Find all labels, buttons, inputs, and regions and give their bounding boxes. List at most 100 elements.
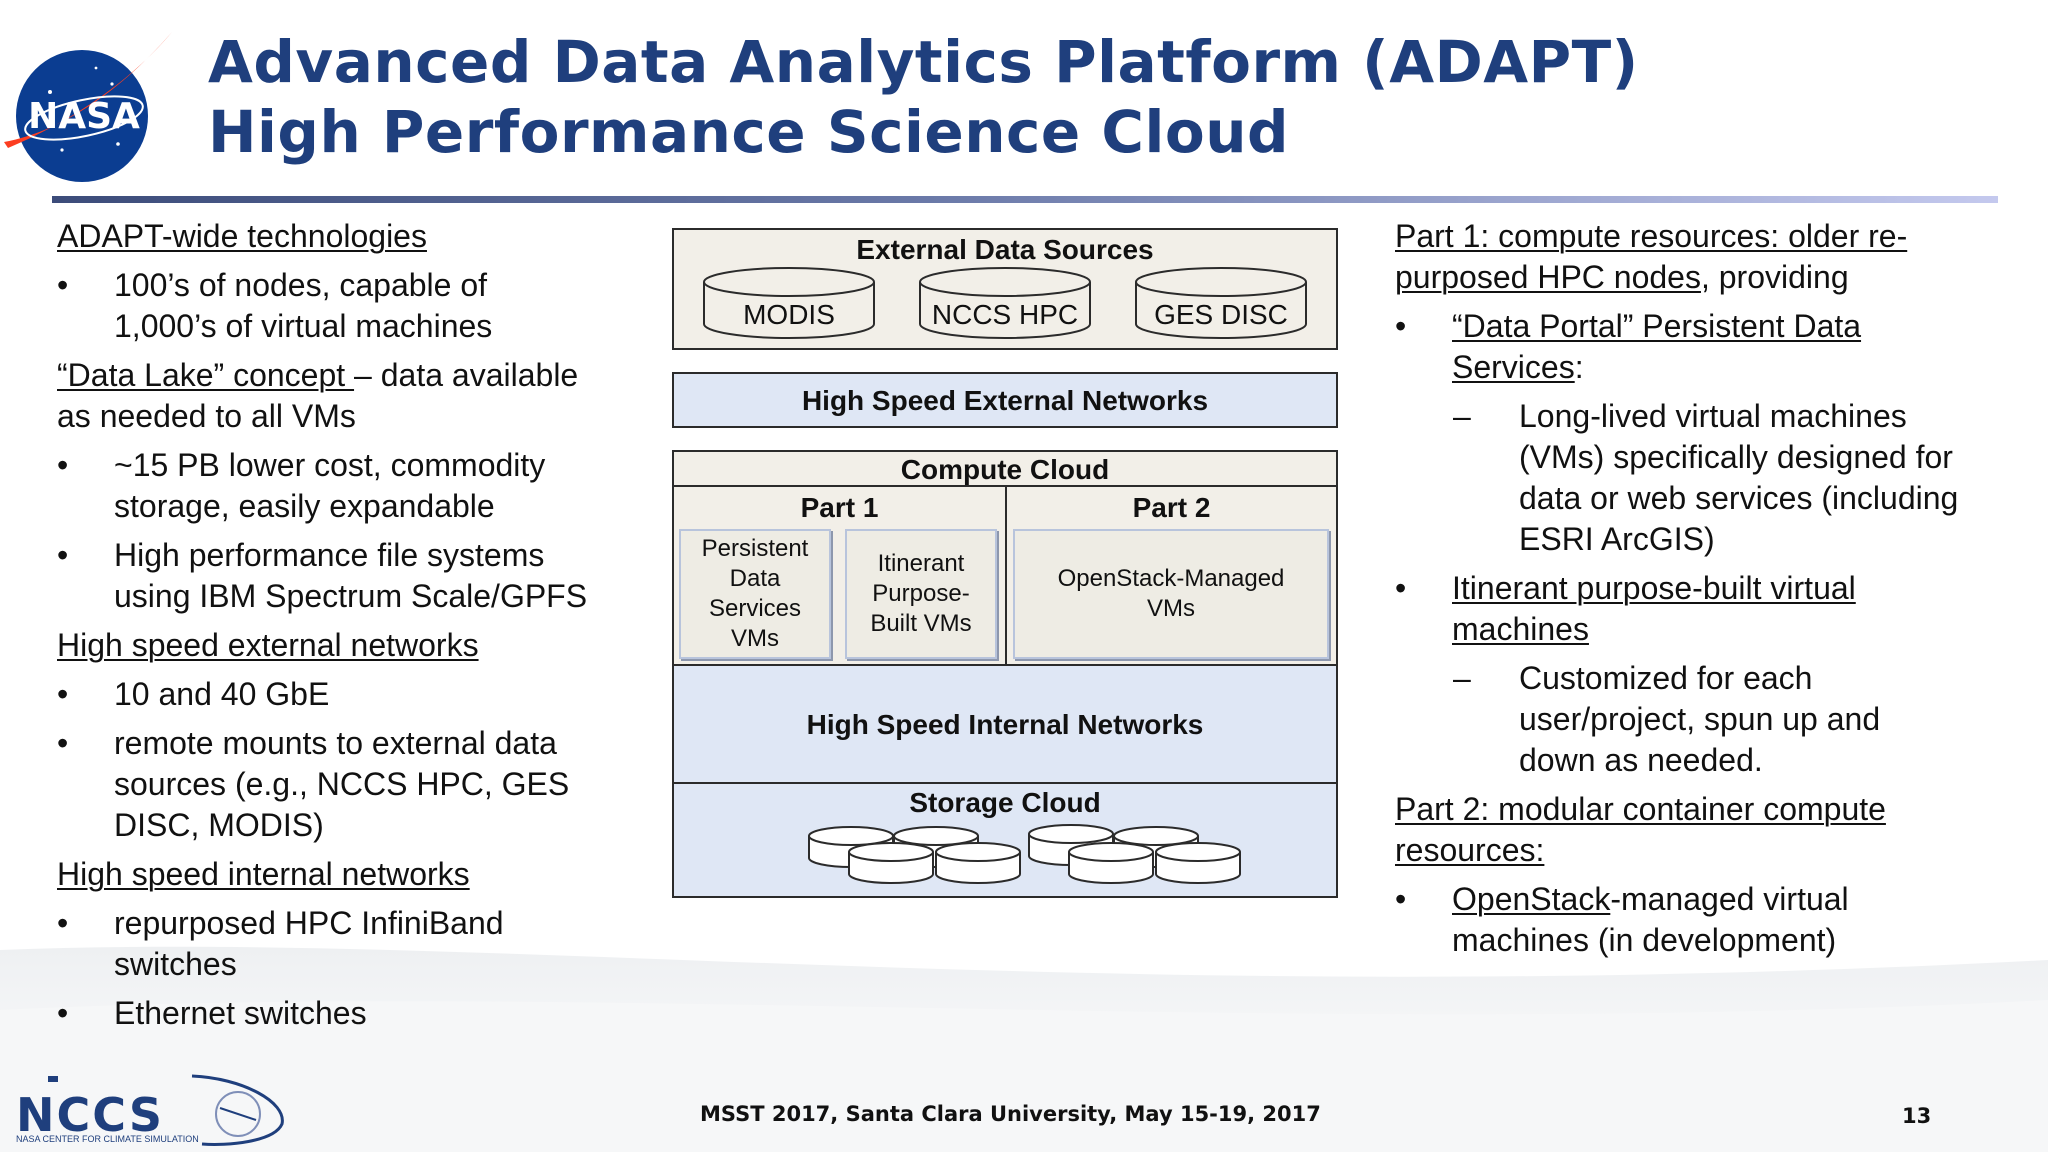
nccs-logo-subtitle: NASA CENTER FOR CLIMATE SIMULATION [16,1134,199,1144]
external-data-sources-panel: External Data Sources MODIS NCCS HPC GES… [672,228,1338,350]
list-item-text: machines (in development) [1452,922,1837,958]
compute-cloud-panel: Compute Cloud Part 1 Part 2 Persistent D… [672,450,1338,666]
list-item: • ~15 PB lower cost, commodity storage, … [57,445,657,527]
list-item-text: sources (e.g., NCCS HPC, GES [114,766,570,802]
part-divider [1005,485,1007,664]
source-cylinders [703,267,1307,339]
list-item-text: 1,000’s of virtual machines [114,308,493,344]
itinerant-vm-box: Itinerant Purpose- Built VMs [845,529,997,659]
list-item-text: machines [1452,611,1589,647]
vm-label: VMs [731,625,779,652]
vm-label: Persistent [701,535,809,562]
list-item-text: storage, easily expandable [114,488,495,524]
list-item-text: remote mounts to external data [114,725,557,761]
list-item-text: Ethernet switches [114,995,367,1031]
database-icon [703,267,875,339]
dash-icon: – [1453,660,1471,696]
list-item-text: user/project, spun up and [1519,701,1881,737]
storage-cloud-title: Storage Cloud [909,787,1101,818]
vm-label: Services [708,595,802,622]
list-item-text: Long-lived virtual machines [1519,398,1907,434]
list-item-text: down as needed. [1519,742,1763,778]
openstack-vm-box: OpenStack-Managed VMs [1013,529,1329,659]
list-item-text: DISC, MODIS) [114,807,324,843]
compute-cloud-title: Compute Cloud [900,454,1110,485]
list-item-text: repurposed HPC InfiniBand [114,905,504,941]
bullet-icon: • [1395,881,1407,917]
list-item-text: (VMs) specifically designed for [1519,439,1953,475]
list-item-text: ESRI ArcGIS) [1519,521,1715,557]
data-lake-text-2: as needed to all VMs [57,398,356,434]
left-column: ADAPT-wide technologies • 100’s of nodes… [57,216,657,1034]
storage-disk-icon [848,842,934,884]
storage-disk-icon [1155,842,1241,884]
external-networks-title: High Speed External Networks [801,385,1209,416]
list-item-text: switches [114,946,237,982]
list-item-text: Customized for each [1519,660,1813,696]
list-item-text: Services [1452,349,1575,385]
list-item-text: ~15 PB lower cost, commodity [114,447,546,483]
nccs-logo-text: NCCS [16,1088,164,1142]
list-item: • Itinerant purpose-built virtual machin… [1395,568,2015,650]
list-item-text: 10 and 40 GbE [114,676,330,712]
nccs-logo-graphic [48,1074,284,1146]
vm-label: Data [729,565,781,592]
list-item: • OpenStack-managed virtual machines (in… [1395,879,2015,961]
storage-cloud-panel: Storage Cloud [672,782,1338,898]
sub-list-item: – Customized for each user/project, spun… [1395,658,2015,781]
bullet-icon: • [57,725,69,761]
vm-label: VMs [1147,595,1195,622]
list-item-text: High performance file systems [114,537,545,573]
list-item-text: using IBM Spectrum Scale/GPFS [114,578,588,614]
list-item-text: -managed virtual [1610,881,1849,917]
data-lake-label: “Data Lake” concept [57,357,355,393]
list-item: • Ethernet switches [57,993,657,1034]
part-2-heading: Part 2: modular container compute resour… [1395,789,2015,871]
bullet-icon: • [57,676,69,712]
database-icon [1135,267,1307,339]
storage-disk-icon [1068,842,1154,884]
vm-label: Purpose- [872,580,970,607]
internal-networks-title: High Speed Internal Networks [806,709,1204,740]
part-1-label: Part 1 [800,492,879,523]
list-item: • “Data Portal” Persistent Data Services… [1395,306,2015,388]
external-data-sources-title: External Data Sources [856,234,1154,265]
external-networks-panel: High Speed External Networks [672,372,1338,428]
persistent-data-services-vm-box: Persistent Data Services VMs [679,529,831,659]
vm-label: Itinerant [877,550,965,577]
part-2-label: Part 2 [1132,492,1211,523]
storage-disks [808,824,1241,884]
nasa-logo-text: NASA [28,96,140,137]
nasa-logo: NASA [4,32,172,182]
bullet-icon: • [57,267,69,303]
bullet-icon: • [57,995,69,1031]
vm-label: OpenStack-Managed [1057,565,1285,592]
part-1-heading-text: , providing [1700,259,1849,295]
list-item-text: : [1574,349,1584,385]
bullet-icon: • [57,537,69,573]
list-item: • 100’s of nodes, capable of 1,000’s of … [57,265,657,347]
bullet-icon: • [1395,308,1407,344]
bullet-icon: • [1395,570,1407,606]
right-column: Part 1: compute resources: older re- pur… [1395,216,2015,961]
list-item-text: 100’s of nodes, capable of [114,267,488,303]
storage-disk-icon [935,842,1021,884]
part-1-heading: Part 1: compute resources: older re- pur… [1395,216,2015,298]
internal-networks-panel: High Speed Internal Networks [672,664,1338,786]
list-item-text: Itinerant purpose-built virtual [1452,570,1856,606]
source-nccs-hpc: NCCS HPC [931,299,1079,330]
heading-data-lake: “Data Lake” concept – data available as … [57,355,657,437]
dash-icon: – [1453,398,1471,434]
bullet-icon: • [57,447,69,483]
list-item: • 10 and 40 GbE [57,674,657,715]
list-item-text: OpenStack [1452,881,1611,917]
sub-list-item: – Long-lived virtual machines (VMs) spec… [1395,396,2015,560]
title-divider [52,196,1998,203]
page-title-line-1: Advanced Data Analytics Platform (ADAPT) [208,28,1639,96]
heading-external-networks: High speed external networks [57,627,479,663]
page-number: 13 [1902,1104,1932,1128]
source-modis: MODIS [743,299,835,330]
vm-label: Built VMs [870,610,972,637]
list-item: • repurposed HPC InfiniBand switches [57,903,657,985]
bullet-icon: • [57,905,69,941]
